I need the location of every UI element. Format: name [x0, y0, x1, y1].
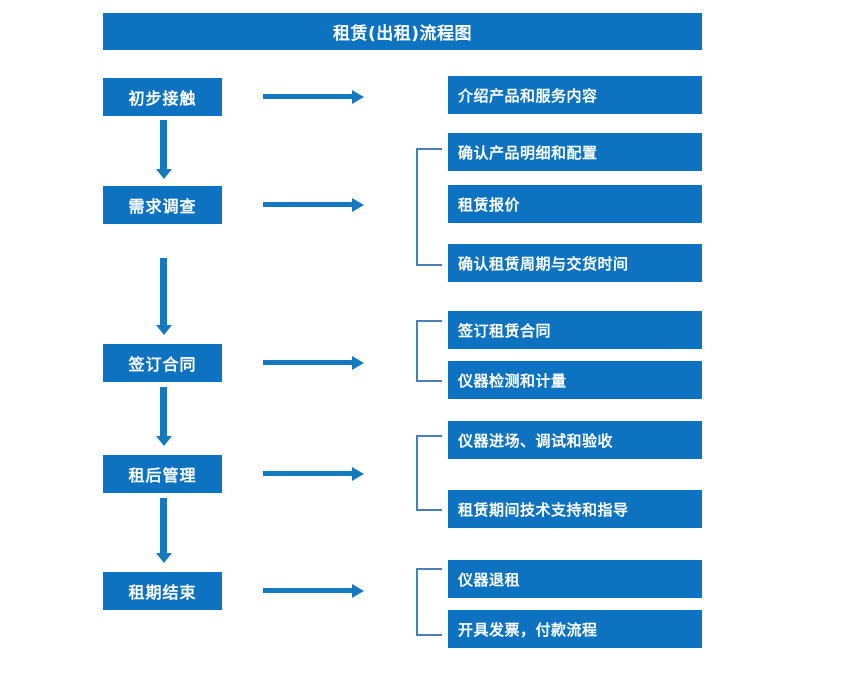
group-bracket-post-rent-management — [416, 435, 442, 511]
group-bracket-rental-end — [416, 568, 442, 636]
stage-box-rental-end[interactable]: 租期结束 — [103, 572, 222, 610]
horizontal-arrow-1 — [263, 94, 353, 99]
horizontal-arrow-4 — [263, 471, 353, 476]
stage-box-needs-survey[interactable]: 需求调查 — [103, 186, 222, 224]
vertical-arrow-4 — [160, 498, 167, 554]
horizontal-arrow-3 — [263, 360, 353, 365]
detail-box-instrument-entry-commissioning[interactable]: 仪器进场、调试和验收 — [448, 421, 702, 459]
detail-box-sign-rental-contract[interactable]: 签订租赁合同 — [448, 311, 702, 349]
detail-box-rental-quotation[interactable]: 租赁报价 — [448, 185, 702, 223]
chart-title: 租赁(出租)流程图 — [103, 13, 702, 50]
vertical-arrow-2 — [160, 258, 167, 326]
vertical-arrow-1 — [160, 120, 167, 170]
detail-box-invoice-payment[interactable]: 开具发票，付款流程 — [448, 610, 702, 648]
detail-box-instrument-inspection[interactable]: 仪器检测和计量 — [448, 361, 702, 399]
detail-box-introduce-products[interactable]: 介绍产品和服务内容 — [448, 76, 702, 114]
detail-box-confirm-period-delivery[interactable]: 确认租赁周期与交货时间 — [448, 244, 702, 282]
detail-box-instrument-return[interactable]: 仪器退租 — [448, 560, 702, 598]
vertical-arrow-3 — [160, 387, 167, 437]
detail-box-confirm-product-details[interactable]: 确认产品明细和配置 — [448, 133, 702, 171]
group-bracket-sign-contract — [416, 320, 442, 382]
stage-box-initial-contact[interactable]: 初步接触 — [103, 78, 222, 116]
stage-box-sign-contract[interactable]: 签订合同 — [103, 344, 222, 382]
stage-box-post-rent-management[interactable]: 租后管理 — [103, 455, 222, 493]
detail-box-technical-support[interactable]: 租赁期间技术支持和指导 — [448, 490, 702, 528]
horizontal-arrow-2 — [263, 202, 353, 207]
horizontal-arrow-5 — [263, 588, 353, 593]
group-bracket-needs-survey — [416, 148, 442, 266]
